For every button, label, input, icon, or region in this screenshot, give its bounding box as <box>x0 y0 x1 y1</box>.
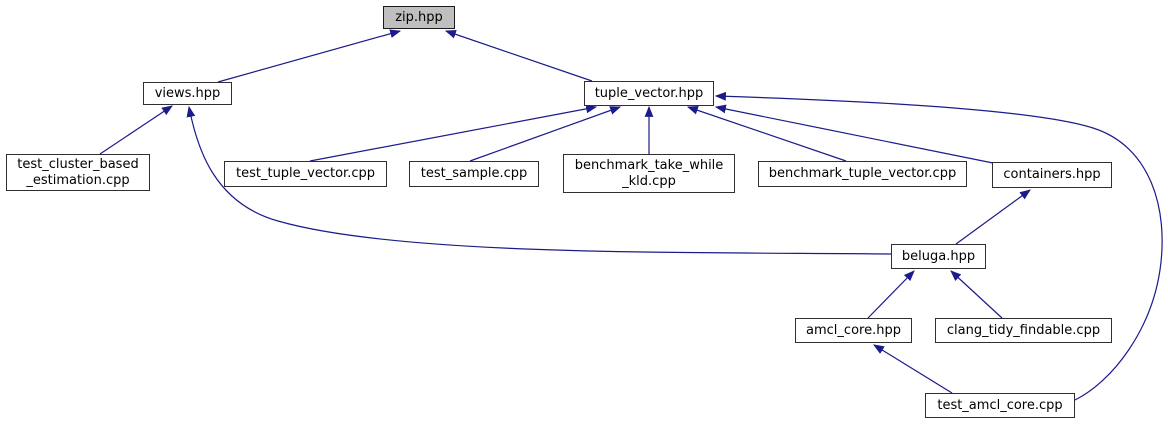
edge-test-amcl-core-cpp-to-amcl-core-hpp <box>873 344 953 394</box>
graph-node-zip-hpp[interactable]: zip.hpp <box>383 6 455 29</box>
graph-node-containers-hpp[interactable]: containers.hpp <box>992 162 1112 188</box>
graph-node-tuple-vector-hpp[interactable]: tuple_vector.hpp <box>584 81 714 106</box>
graph-node-amcl-core-hpp[interactable]: amcl_core.hpp <box>795 318 912 343</box>
edge-beluga-hpp-to-containers-hpp <box>955 189 1031 245</box>
edge-test-tuple-vector-cpp-to-tuple-vector-hpp <box>309 104 598 162</box>
edge-tuple-vector-hpp-to-zip-hpp <box>444 30 593 82</box>
graph-node-test-sample-cpp[interactable]: test_sample.cpp <box>409 161 539 187</box>
edge-clang-tidy-findable-cpp-to-beluga-hpp <box>950 270 1003 319</box>
edge-containers-hpp-to-tuple-vector-hpp <box>714 104 994 164</box>
graph-node-test-amcl-core-cpp[interactable]: test_amcl_core.cpp <box>925 393 1075 418</box>
edge-views-hpp-to-zip-hpp <box>217 29 402 83</box>
edge-beluga-hpp-to-views-hpp <box>186 105 892 255</box>
graph-node-clang-tidy-findable-cpp[interactable]: clang_tidy_findable.cpp <box>935 318 1112 343</box>
graph-node-views-hpp[interactable]: views.hpp <box>143 82 232 105</box>
graph-node-beluga-hpp[interactable]: beluga.hpp <box>891 244 986 269</box>
graph-node-benchmark-tuple-vector-cpp[interactable]: benchmark_tuple_vector.cpp <box>758 161 967 187</box>
edge-test-sample-cpp-to-tuple-vector-hpp <box>469 106 622 162</box>
graph-node-benchmark-take-while-kld-cpp[interactable]: benchmark_take_while _kld.cpp <box>563 154 735 193</box>
edge-benchmark-tuple-vector-cpp-to-tuple-vector-hpp <box>686 106 847 162</box>
edge-amcl-core-hpp-to-beluga-hpp <box>867 270 915 319</box>
edges-group <box>99 29 1163 401</box>
graph-node-test-tuple-vector-cpp[interactable]: test_tuple_vector.cpp <box>224 161 387 187</box>
edge-test-amcl-core-cpp-to-tuple-vector-hpp <box>714 91 1163 401</box>
graph-node-test-cluster-based-estimation-cpp[interactable]: test_cluster_based _estimation.cpp <box>6 154 150 191</box>
edge-test-cluster-based-estimation-cpp-to-views-hpp <box>99 105 173 155</box>
